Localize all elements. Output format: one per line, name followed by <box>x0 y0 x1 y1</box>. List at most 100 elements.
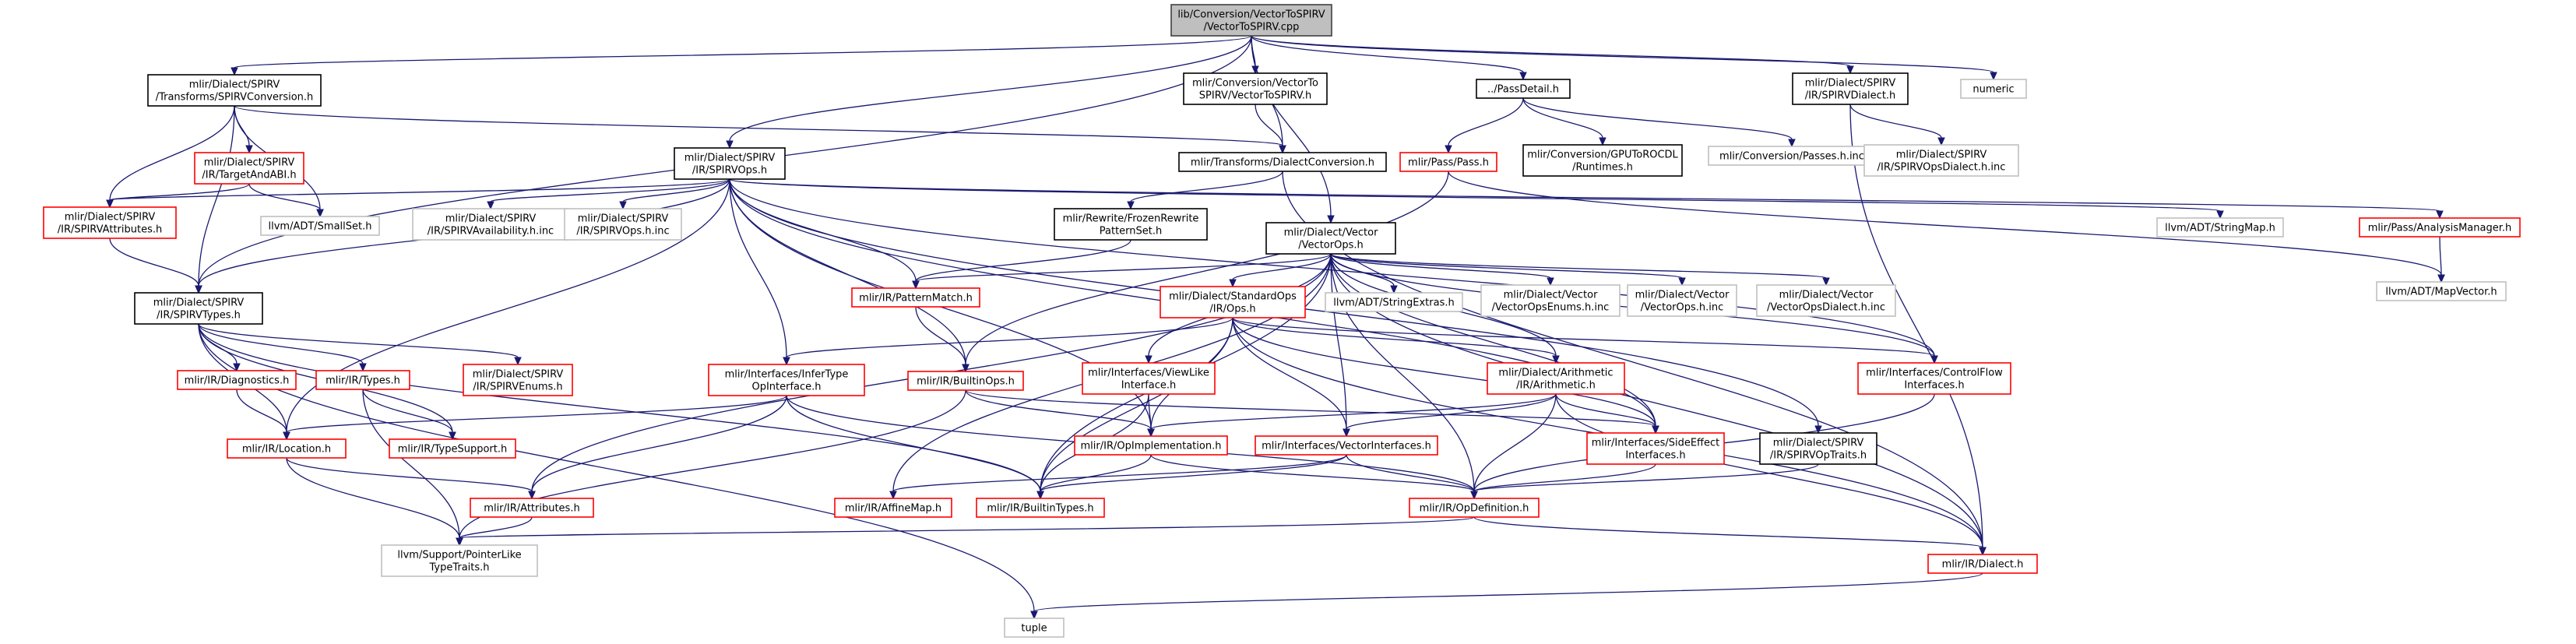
node-spirvoptraits[interactable]: mlir/Dialect/SPIRV/IR/SPIRVOpTraits.h <box>1759 432 1877 465</box>
node-box <box>1255 435 1438 456</box>
node-box <box>1927 554 2038 574</box>
node-patternmatch[interactable]: mlir/IR/PatternMatch.h <box>851 287 980 308</box>
node-box <box>389 438 516 459</box>
edge-vectorops-to-standardops <box>1229 253 1332 288</box>
node-label-line: /IR/SPIRVEnums.h <box>473 382 562 393</box>
arrowhead <box>1822 277 1830 287</box>
node-vtospirvh[interactable]: mlir/Conversion/VectorToSPIRV/VectorToSP… <box>1183 72 1328 105</box>
node-root[interactable]: lib/Conversion/VectorToSPIRV/VectorToSPI… <box>1170 4 1332 37</box>
edge-line <box>1448 171 2442 276</box>
edge-spirvops-to-spirvavail <box>487 178 730 210</box>
arrowhead <box>1547 277 1554 287</box>
edge-spirvoptraits-to-opdef <box>1470 463 1819 500</box>
node-vecinterfaces[interactable]: mlir/Interfaces/VectorInterfaces.h <box>1255 435 1438 456</box>
node-spirvattrs[interactable]: mlir/Dialect/SPIRV/IR/SPIRVAttributes.h <box>43 206 177 239</box>
node-smallset: llvm/ADT/SmallSet.h <box>260 216 380 236</box>
node-irdialect[interactable]: mlir/IR/Dialect.h <box>1927 554 2038 574</box>
node-dialectconv[interactable]: mlir/Transforms/DialectConversion.h <box>1178 152 1387 172</box>
node-diagnostics[interactable]: mlir/IR/Diagnostics.h <box>177 370 297 390</box>
node-layer: lib/Conversion/VectorToSPIRV/VectorToSPI… <box>43 4 2521 638</box>
node-targetabi[interactable]: mlir/Dialect/SPIRV/IR/TargetAndABI.h <box>194 152 304 185</box>
node-vectorops[interactable]: mlir/Dialect/Vector/VectorOps.h <box>1265 222 1396 255</box>
node-opdef[interactable]: mlir/IR/OpDefinition.h <box>1409 498 1540 518</box>
edge-line <box>1040 317 1233 492</box>
node-label-line: llvm/ADT/MapVector.h <box>2385 287 2497 298</box>
arrowhead <box>1552 355 1560 364</box>
node-analysismgr[interactable]: mlir/Pass/AnalysisManager.h <box>2359 217 2521 238</box>
edge-line <box>459 516 533 539</box>
edge-targetabi-to-smallset <box>248 183 324 218</box>
edge-arith-to-opdef <box>1470 393 1557 500</box>
node-builtinops[interactable]: mlir/IR/BuiltinOps.h <box>907 371 1024 391</box>
node-label-line: mlir/IR/TypeSupport.h <box>398 444 507 456</box>
node-box <box>1708 146 1876 166</box>
node-box <box>1586 432 1725 465</box>
arrowhead <box>1327 215 1335 224</box>
node-typesupport[interactable]: mlir/IR/TypeSupport.h <box>389 438 516 459</box>
node-box <box>2359 217 2521 238</box>
edge-line <box>1251 35 1332 216</box>
edge-line <box>1346 454 1475 492</box>
node-opimpl[interactable]: mlir/IR/OpImplementation.h <box>1074 435 1228 456</box>
arrowhead <box>1145 355 1153 364</box>
node-spirvdialect[interactable]: mlir/Dialect/SPIRV/IR/SPIRVDialect.h <box>1792 72 1909 105</box>
node-label-line: mlir/Conversion/Passes.h.inc <box>1719 151 1864 163</box>
node-box <box>194 152 304 185</box>
node-builtintypes[interactable]: mlir/IR/BuiltinTypes.h <box>976 498 1105 518</box>
node-affinemap[interactable]: mlir/IR/AffineMap.h <box>834 498 952 518</box>
node-box <box>1522 144 1683 177</box>
node-standardops[interactable]: mlir/Dialect/StandardOps/IR/Ops.h <box>1160 286 1306 318</box>
edge-line <box>198 323 519 358</box>
node-box <box>177 370 297 390</box>
edge-spirvconv-to-targetabi <box>234 105 253 154</box>
edge-spirvops-to-spirvattrs <box>106 178 730 209</box>
node-spirvconv[interactable]: mlir/Dialect/SPIRV/Transforms/SPIRVConve… <box>147 74 322 107</box>
edge-passdetail-to-passesinc <box>1522 97 1796 148</box>
node-label-line: /IR/SPIRVAttributes.h <box>58 224 162 236</box>
node-arith[interactable]: mlir/Dialect/Arithmetic/IR/Arithmetic.h <box>1487 362 1625 395</box>
node-box <box>227 438 347 459</box>
edge-line <box>965 389 1656 427</box>
arrowhead <box>1814 425 1822 435</box>
arrowhead <box>359 363 367 372</box>
node-box <box>976 498 1105 518</box>
edge-irtypes-to-typesupport <box>362 389 456 441</box>
edge-line <box>1251 35 1994 73</box>
edge-vtospirvh-to-dialectconv <box>1255 104 1286 154</box>
edge-line <box>109 238 199 287</box>
edge-location-to-pointerlike <box>286 457 463 547</box>
edge-line <box>729 178 917 282</box>
node-label-line: mlir/Pass/AnalysisManager.h <box>2368 223 2511 234</box>
node-label-line: PatternSet.h <box>1100 226 1163 238</box>
node-passh[interactable]: mlir/Pass/Pass.h <box>1399 152 1497 172</box>
node-location[interactable]: mlir/IR/Location.h <box>227 438 347 459</box>
edge-line <box>234 105 1283 146</box>
node-irtypes[interactable]: mlir/IR/Types.h <box>315 370 410 390</box>
node-spirvtypes[interactable]: mlir/Dialect/SPIRV/IR/SPIRVTypes.h <box>134 292 263 325</box>
node-label-line: /IR/SPIRVOpTraits.h <box>1770 450 1867 462</box>
node-spirvops[interactable]: mlir/Dialect/SPIRV/IR/SPIRVOps.h <box>674 147 786 180</box>
node-label-line: mlir/Interfaces/ControlFlow <box>1866 368 2003 379</box>
node-label-line: mlir/Conversion/GPUToROCDL <box>1527 150 1678 161</box>
node-passdetail[interactable]: ../PassDetail.h <box>1476 79 1571 99</box>
node-label-line: SPIRV/VectorToSPIRV.h <box>1199 90 1311 102</box>
edge-line <box>1330 253 1347 430</box>
edge-line <box>234 105 250 146</box>
arrowhead <box>1279 145 1286 154</box>
node-label-line: mlir/Dialect/SPIRV <box>1773 438 1864 449</box>
node-stringextras: llvm/ADT/StringExtras.h <box>1325 292 1463 312</box>
node-box <box>1399 152 1497 172</box>
edge-spirvtypes-to-irtypes <box>198 323 367 372</box>
node-attributes[interactable]: mlir/IR/Attributes.h <box>470 498 594 518</box>
node-box <box>43 206 177 239</box>
node-gpurocdl[interactable]: mlir/Conversion/GPUToROCDL/Runtimes.h <box>1522 144 1683 177</box>
node-numeric: numeric <box>1960 79 2027 99</box>
node-label-line: mlir/Dialect/SPIRV <box>1805 78 1896 90</box>
node-spirvenums[interactable]: mlir/Dialect/SPIRV/IR/SPIRVEnums.h <box>463 364 573 396</box>
node-label-line: mlir/IR/Dialect.h <box>1942 559 2024 571</box>
